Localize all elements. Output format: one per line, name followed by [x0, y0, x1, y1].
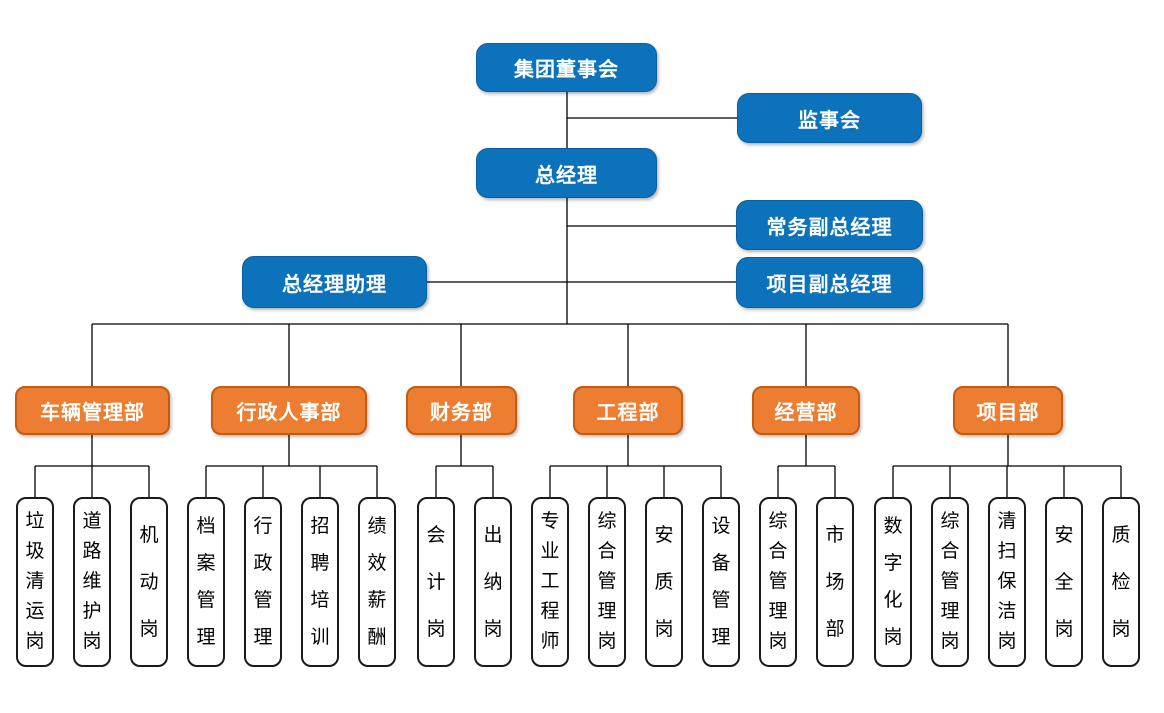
position-label: 招 聘 培 训: [310, 516, 330, 648]
position-label: 专 业 工 程 师: [540, 511, 560, 652]
position-box: 设 备 管 理: [702, 497, 740, 667]
position-label: 市 场 部: [825, 524, 845, 640]
node-executive-deputy-gm: 常务副总经理: [736, 200, 923, 250]
position-box: 档 案 管 理: [187, 497, 225, 667]
node-general-manager: 总经理: [476, 148, 657, 198]
position-label: 数 字 化 岗: [883, 516, 903, 648]
position-label: 出 纳 岗: [483, 524, 503, 640]
position-box: 质 检 岗: [1102, 497, 1140, 667]
position-label: 综 合 管 理 岗: [768, 511, 788, 652]
position-label: 综 合 管 理 岗: [597, 511, 617, 652]
dept-vehicle-management: 车辆管理部: [15, 386, 170, 435]
position-label: 机 动 岗: [139, 524, 159, 640]
position-box: 垃 圾 清 运 岗: [16, 497, 54, 667]
position-box: 综 合 管 理 岗: [588, 497, 626, 667]
position-label: 档 案 管 理: [196, 516, 216, 648]
position-box: 综 合 管 理 岗: [931, 497, 969, 667]
position-label: 行 政 管 理: [253, 516, 273, 648]
position-box: 机 动 岗: [130, 497, 168, 667]
node-gm-assistant: 总经理助理: [242, 256, 427, 308]
node-supervisory-board: 监事会: [737, 93, 922, 143]
position-box: 招 聘 培 训: [301, 497, 339, 667]
position-label: 质 检 岗: [1111, 524, 1131, 640]
position-label: 道 路 维 护 岗: [82, 511, 102, 652]
dept-project: 项目部: [953, 386, 1063, 435]
position-box: 清 扫 保 洁 岗: [988, 497, 1026, 667]
position-box: 会 计 岗: [417, 497, 455, 667]
position-box: 行 政 管 理: [244, 497, 282, 667]
position-box: 出 纳 岗: [474, 497, 512, 667]
dept-engineering: 工程部: [573, 386, 683, 435]
node-project-deputy-gm: 项目副总经理: [736, 257, 923, 308]
position-box: 专 业 工 程 师: [531, 497, 569, 667]
position-box: 道 路 维 护 岗: [73, 497, 111, 667]
position-box: 市 场 部: [816, 497, 854, 667]
position-label: 设 备 管 理: [711, 516, 731, 648]
position-label: 清 扫 保 洁 岗: [997, 511, 1017, 652]
position-label: 绩 效 薪 酬: [367, 516, 387, 648]
node-group-board: 集团董事会: [476, 43, 657, 92]
dept-operations: 经营部: [752, 386, 860, 435]
position-box: 安 全 岗: [1045, 497, 1083, 667]
position-label: 综 合 管 理 岗: [940, 511, 960, 652]
dept-finance: 财务部: [406, 386, 517, 435]
position-label: 会 计 岗: [426, 524, 446, 640]
position-label: 垃 圾 清 运 岗: [25, 511, 45, 652]
position-label: 安 全 岗: [1054, 524, 1074, 640]
position-label: 安 质 岗: [654, 524, 674, 640]
position-box: 安 质 岗: [645, 497, 683, 667]
dept-admin-hr: 行政人事部: [211, 386, 367, 435]
position-box: 绩 效 薪 酬: [358, 497, 396, 667]
position-box: 综 合 管 理 岗: [759, 497, 797, 667]
position-box: 数 字 化 岗: [874, 497, 912, 667]
